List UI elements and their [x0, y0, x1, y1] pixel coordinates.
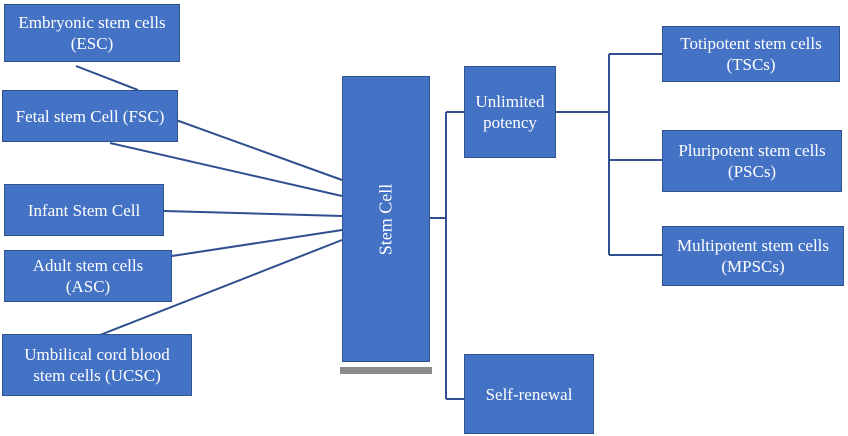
- property-potency-line2: potency: [483, 113, 537, 132]
- property-self-renewal-line1: Self-renewal: [485, 384, 573, 404]
- type-mpsc-line2: (MPSCs): [721, 257, 785, 276]
- type-psc-line2: (PSCs): [727, 162, 777, 181]
- source-asc-line1: Adult stem cells: [32, 256, 144, 275]
- source-asc-line2: (ASC): [65, 277, 111, 296]
- connector-esc: [75, 65, 139, 91]
- connector-fsc: [175, 119, 343, 181]
- source-ucsc-line1: Umbilical cord blood: [24, 345, 170, 364]
- connector-fsc-lower: [109, 142, 343, 197]
- connector-adult: [171, 229, 343, 257]
- source-esc-line1: Embryonic stem cells: [18, 13, 166, 32]
- source-fsc-line1: Fetal stem Cell (FSC): [15, 106, 165, 126]
- type-tsc-line2: (TSCs): [726, 55, 776, 74]
- property-box-self-renewal: Self-renewal: [464, 354, 594, 434]
- connector-ucsc: [99, 239, 343, 336]
- property-box-potency: Unlimited potency: [464, 66, 556, 158]
- source-esc-line2: (ESC): [70, 34, 114, 53]
- source-box-infant: Infant Stem Cell: [4, 184, 164, 236]
- source-box-asc: Adult stem cells (ASC): [4, 250, 172, 302]
- source-box-esc: Embryonic stem cells (ESC): [4, 4, 180, 62]
- type-psc-line1: Pluripotent stem cells: [678, 141, 826, 160]
- source-infant-line1: Infant Stem Cell: [27, 200, 141, 220]
- property-potency-line1: Unlimited: [475, 92, 545, 111]
- center-label: Stem Cell: [375, 183, 396, 255]
- source-box-ucsc: Umbilical cord blood stem cells (UCSC): [2, 334, 192, 396]
- type-box-psc: Pluripotent stem cells (PSCs): [662, 130, 842, 192]
- source-box-fsc: Fetal stem Cell (FSC): [2, 90, 178, 142]
- connector-infant: [163, 210, 343, 217]
- source-ucsc-line2: stem cells (UCSC): [33, 366, 161, 385]
- type-mpsc-line1: Multipotent stem cells: [676, 236, 830, 255]
- type-tsc-line1: Totipotent stem cells: [680, 34, 822, 53]
- type-box-tsc: Totipotent stem cells (TSCs): [662, 26, 840, 82]
- center-box-stem-cell: Stem Cell: [342, 76, 430, 362]
- type-box-mpsc: Multipotent stem cells (MPSCs): [662, 226, 844, 286]
- center-base-shadow: [340, 367, 432, 374]
